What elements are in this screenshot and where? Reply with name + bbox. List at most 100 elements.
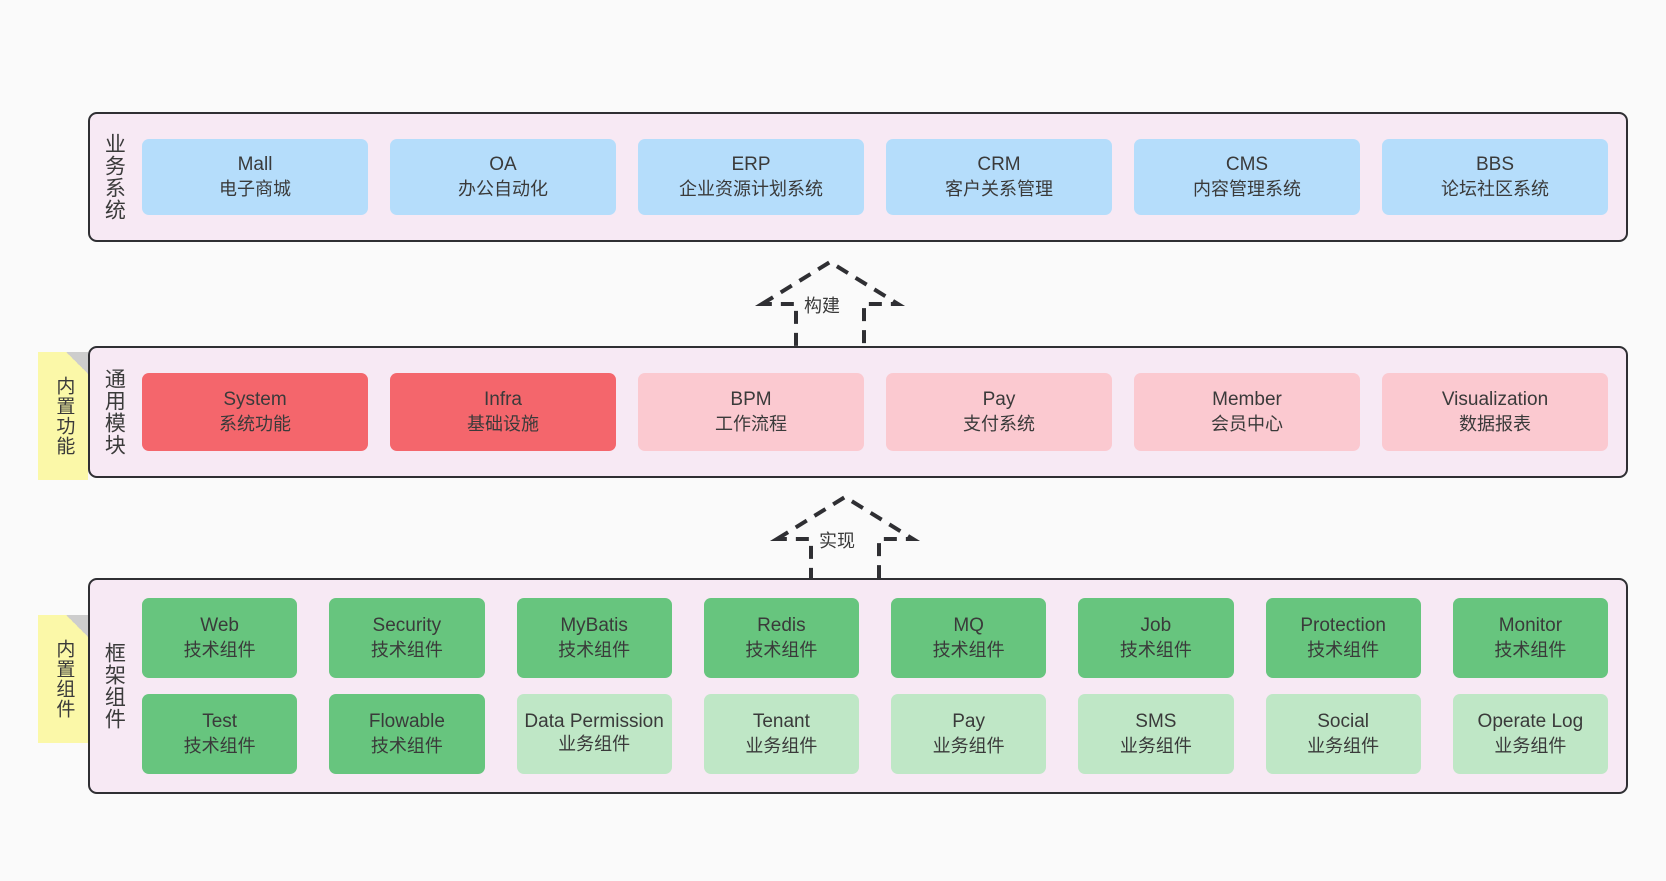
node-row: Test 技术组件 Flowable 技术组件 Data Permission … — [142, 694, 1608, 774]
node-protection[interactable]: Protection 技术组件 — [1265, 598, 1421, 678]
node-title: Protection — [1300, 615, 1386, 637]
note-builtin-function: 内置功能 — [38, 352, 88, 480]
node-subtitle: 业务组件 — [745, 735, 818, 756]
node-subtitle: 系统功能 — [219, 413, 291, 434]
layer-title-framework-component: 框架组件 — [102, 642, 126, 730]
node-subtitle: 内容管理系统 — [1193, 178, 1301, 199]
node-title: Pay — [982, 389, 1016, 411]
node-member[interactable]: Member 会员中心 — [1134, 373, 1360, 451]
node-redis[interactable]: Redis 技术组件 — [703, 598, 859, 678]
layer-title-business-system: 业务系统 — [102, 133, 126, 221]
node-subtitle: 基础设施 — [467, 413, 539, 434]
node-subtitle: 业务组件 — [558, 733, 631, 754]
node-subtitle: 技术组件 — [370, 639, 443, 660]
node-subtitle: 数据报表 — [1459, 413, 1531, 434]
node-row: System 系统功能 Infra 基础设施 BPM 工作流程 Pay 支付系统… — [142, 373, 1608, 451]
node-subtitle: 技术组件 — [370, 735, 443, 756]
node-subtitle: 技术组件 — [1494, 639, 1567, 660]
node-subtitle: 工作流程 — [715, 413, 787, 434]
node-title: Social — [1317, 711, 1369, 733]
node-subtitle: 会员中心 — [1211, 413, 1283, 434]
node-visualization[interactable]: Visualization 数据报表 — [1382, 373, 1608, 451]
layer-common-module: 通用模块 System 系统功能 Infra 基础设施 BPM 工作流程 Pay… — [88, 346, 1628, 478]
node-oa[interactable]: OA 办公自动化 — [390, 139, 616, 215]
node-erp[interactable]: ERP 企业资源计划系统 — [638, 139, 864, 215]
node-security[interactable]: Security 技术组件 — [329, 598, 485, 678]
node-subtitle: 技术组件 — [745, 639, 818, 660]
node-monitor[interactable]: Monitor 技术组件 — [1452, 598, 1608, 678]
node-subtitle: 客户关系管理 — [945, 178, 1053, 199]
node-title: SMS — [1135, 711, 1177, 733]
layer-framework-component: 框架组件 Web 技术组件 Security 技术组件 MyBatis 技术组件… — [88, 578, 1628, 794]
layer-body-common-module: System 系统功能 Infra 基础设施 BPM 工作流程 Pay 支付系统… — [136, 348, 1626, 476]
node-title: MyBatis — [560, 615, 628, 637]
node-title: CMS — [1225, 154, 1269, 176]
node-title: Pay — [952, 711, 985, 733]
node-title: OA — [489, 154, 517, 176]
layer-title-common-module: 通用模块 — [102, 368, 126, 456]
node-title: CRM — [977, 154, 1021, 176]
layer-business-system: 业务系统 Mall 电子商城 OA 办公自动化 ERP 企业资源计划系统 CRM… — [88, 112, 1628, 242]
node-test[interactable]: Test 技术组件 — [142, 694, 298, 774]
node-pay-component[interactable]: Pay 业务组件 — [891, 694, 1047, 774]
node-title: Flowable — [368, 711, 445, 733]
node-title: Mall — [237, 154, 273, 176]
arrow-build-shape — [754, 259, 906, 350]
node-bbs[interactable]: BBS 论坛社区系统 — [1382, 139, 1608, 215]
node-infra[interactable]: Infra 基础设施 — [390, 373, 616, 451]
node-title: Test — [202, 711, 238, 733]
node-subtitle: 业务组件 — [1307, 735, 1380, 756]
node-title: Job — [1140, 615, 1172, 637]
node-flowable[interactable]: Flowable 技术组件 — [329, 694, 485, 774]
node-subtitle: 技术组件 — [183, 639, 256, 660]
node-tenant[interactable]: Tenant 业务组件 — [703, 694, 859, 774]
node-title: Security — [372, 615, 442, 637]
node-subtitle: 业务组件 — [1119, 735, 1192, 756]
node-row: Mall 电子商城 OA 办公自动化 ERP 企业资源计划系统 CRM 客户关系… — [142, 139, 1608, 215]
arrow-implement-label: 实现 — [819, 531, 855, 551]
node-row: Web 技术组件 Security 技术组件 MyBatis 技术组件 Redi… — [142, 598, 1608, 678]
node-title: System — [223, 389, 287, 411]
node-pay-module[interactable]: Pay 支付系统 — [886, 373, 1112, 451]
node-job[interactable]: Job 技术组件 — [1078, 598, 1234, 678]
node-sms[interactable]: SMS 业务组件 — [1078, 694, 1234, 774]
node-title: Infra — [483, 389, 523, 411]
node-cms[interactable]: CMS 内容管理系统 — [1134, 139, 1360, 215]
layer-body-business-system: Mall 电子商城 OA 办公自动化 ERP 企业资源计划系统 CRM 客户关系… — [136, 114, 1626, 240]
node-title: Redis — [757, 615, 806, 637]
node-mq[interactable]: MQ 技术组件 — [891, 598, 1047, 678]
node-data-permission[interactable]: Data Permission 业务组件 — [516, 694, 672, 774]
node-web[interactable]: Web 技术组件 — [142, 598, 298, 678]
node-crm[interactable]: CRM 客户关系管理 — [886, 139, 1112, 215]
node-title: Data Permission — [524, 711, 664, 733]
arrow-implement: 实现 — [769, 493, 921, 585]
node-title: Web — [200, 615, 239, 637]
node-mall[interactable]: Mall 电子商城 — [142, 139, 368, 215]
node-subtitle: 业务组件 — [932, 735, 1005, 756]
arrow-build-label: 构建 — [804, 296, 840, 316]
node-subtitle: 支付系统 — [963, 413, 1035, 434]
node-subtitle: 企业资源计划系统 — [679, 178, 823, 199]
node-title: Member — [1212, 389, 1282, 411]
node-bpm[interactable]: BPM 工作流程 — [638, 373, 864, 451]
node-operate-log[interactable]: Operate Log 业务组件 — [1452, 694, 1608, 774]
node-subtitle: 论坛社区系统 — [1441, 178, 1549, 199]
node-title: Visualization — [1441, 389, 1549, 411]
node-subtitle: 技术组件 — [1307, 639, 1380, 660]
layer-body-framework-component: Web 技术组件 Security 技术组件 MyBatis 技术组件 Redi… — [136, 580, 1626, 792]
node-subtitle: 技术组件 — [1119, 639, 1192, 660]
node-subtitle: 技术组件 — [932, 639, 1005, 660]
arrow-implement-shape — [769, 494, 921, 585]
node-system[interactable]: System 系统功能 — [142, 373, 368, 451]
arrow-build: 构建 — [754, 258, 906, 350]
node-social[interactable]: Social 业务组件 — [1265, 694, 1421, 774]
node-title: Operate Log — [1477, 711, 1584, 733]
node-mybatis[interactable]: MyBatis 技术组件 — [516, 598, 672, 678]
node-subtitle: 业务组件 — [1494, 735, 1567, 756]
node-title: Tenant — [752, 711, 810, 733]
node-subtitle: 技术组件 — [558, 639, 631, 660]
node-title: ERP — [731, 154, 771, 176]
node-subtitle: 电子商城 — [219, 178, 291, 199]
node-title: MQ — [953, 615, 984, 637]
